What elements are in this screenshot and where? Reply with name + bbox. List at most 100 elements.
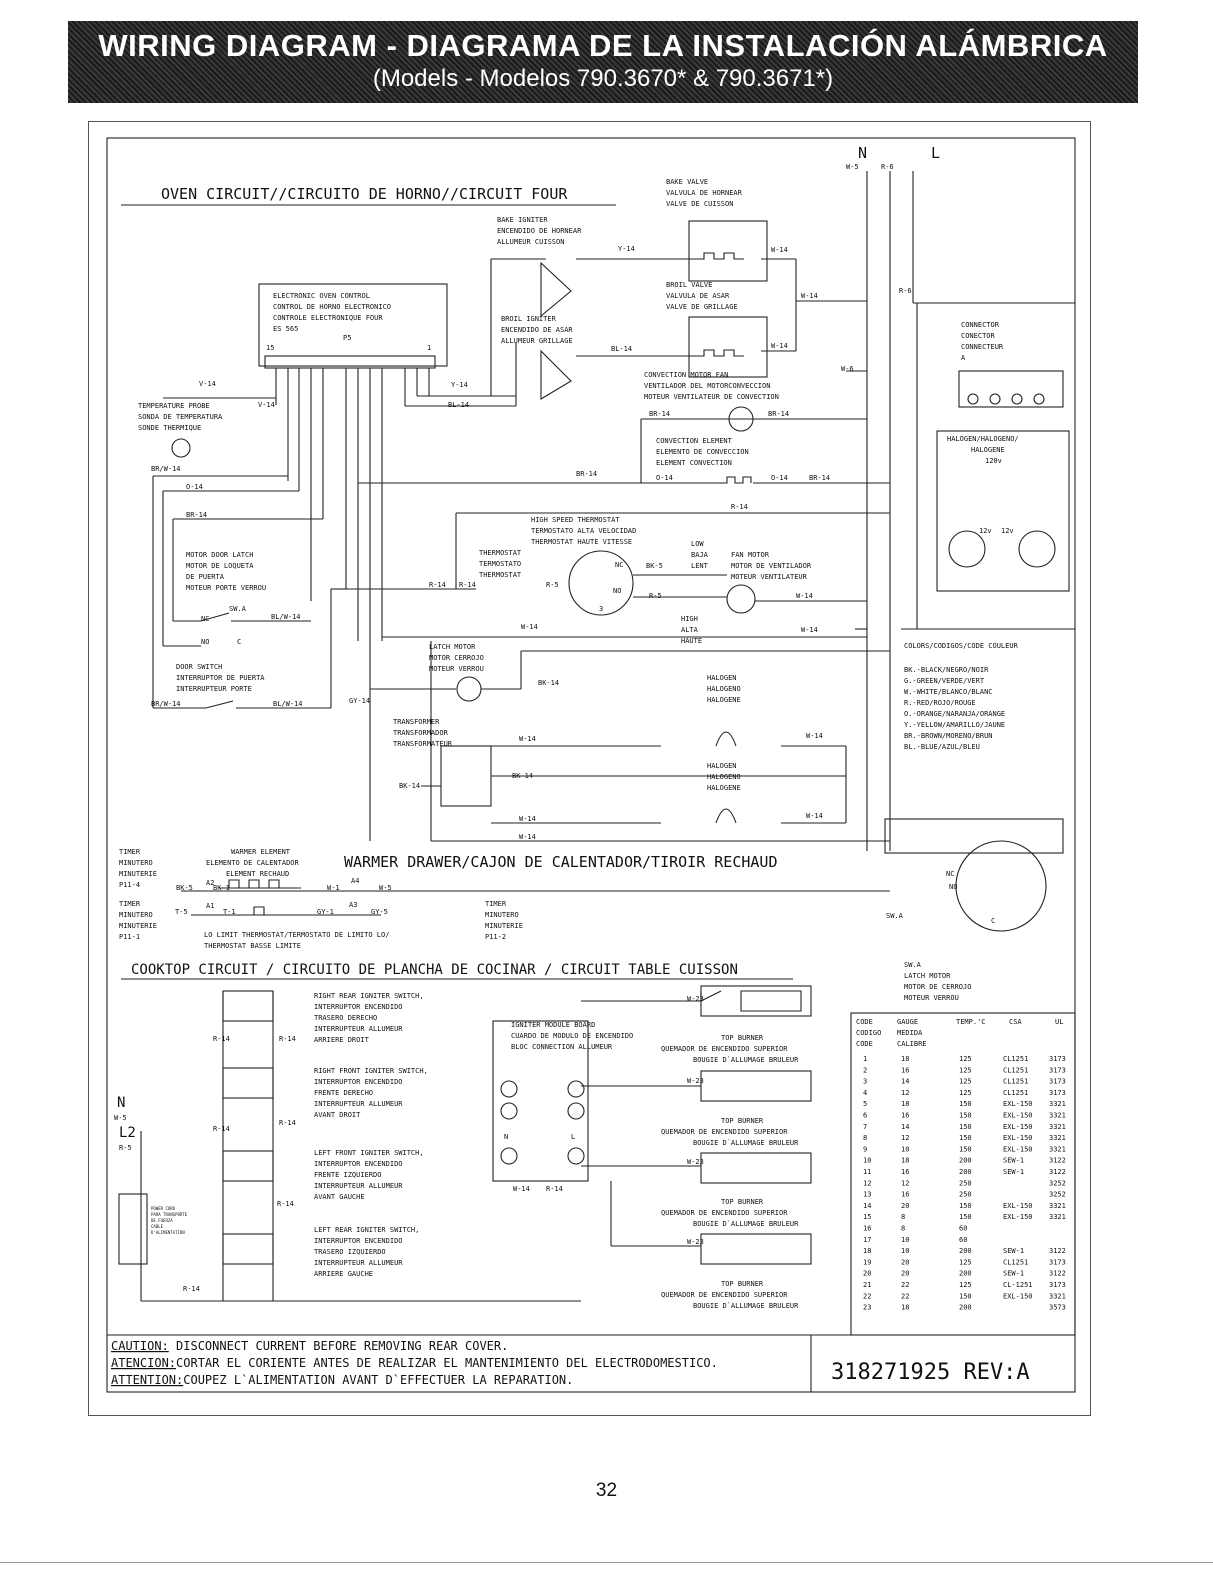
supply-n: N (858, 144, 867, 162)
conv-fan-label-3: MOTEUR VENTILATEUR DE CONVECTION (644, 393, 779, 401)
term-a4: A4 (351, 877, 359, 885)
colors-legend-title: COLORS/CODIGOS/CODE COULEUR (904, 642, 1019, 650)
gauge-table-cell: 3173 (1049, 1066, 1066, 1074)
wire-r14-cook-a: R-14 (213, 1035, 230, 1043)
wire-w14-mid: W-14 (521, 623, 538, 631)
wire-w14-halo2: W-14 (519, 815, 536, 823)
c-label: C (237, 638, 241, 646)
gauge-table-cell: 8 (863, 1134, 867, 1142)
gauge-table-cell: 14 (901, 1078, 909, 1086)
gauge-table-cell: 3173 (1049, 1055, 1066, 1063)
right-front-2: INTERRUPTOR ENCENDIDO (314, 1078, 403, 1086)
gauge-table-cell: 5 (863, 1100, 867, 1108)
inner-frame (106, 137, 1076, 1393)
connector-label-2: CONECTOR (961, 332, 996, 340)
gauge-table-cell: 12 (901, 1089, 909, 1097)
wire-w14-halo1-b: W-14 (806, 732, 823, 740)
wire-br14-probe: BR-14 (186, 511, 207, 519)
wire-br14-fan-b: BR-14 (768, 410, 789, 418)
gauge-table-cell: 3321 (1049, 1202, 1066, 1210)
wire-r14-thermo-a: R-14 (429, 581, 446, 589)
twelve-v-a: 12v (979, 527, 992, 535)
gauge-table-cell: 16 (901, 1066, 909, 1074)
burner4-label-1: TOP BURNER (721, 1280, 764, 1288)
gauge-table-cell: 200 (959, 1270, 972, 1278)
gauge-table-cell: 150 (959, 1100, 972, 1108)
gauge-table-cell: 10 (863, 1157, 871, 1165)
gauge-table-cell: EXL-150 (1003, 1123, 1033, 1131)
caution-text-en: DISCONNECT CURRENT BEFORE REMOVING REAR … (169, 1339, 509, 1353)
gauge-table-cell: 2 (863, 1066, 867, 1074)
caution-label-en: CAUTION: (111, 1339, 169, 1353)
gauge-table-header: UL (1055, 1018, 1063, 1026)
gauge-table-cell: 125 (959, 1055, 972, 1063)
warmer-element-3: ELEMENT RECHAUD (226, 870, 289, 878)
gauge-table-cell: 10 (901, 1145, 909, 1153)
wire-blw14-a: BL/W-14 (271, 613, 301, 621)
right-front-3: FRENTE DERECHO (314, 1089, 373, 1097)
gauge-table-header: CODIGO (856, 1029, 881, 1037)
gauge-table-cell: 3321 (1049, 1112, 1066, 1120)
left-front-2: INTERRUPTOR ENCENDIDO (314, 1160, 403, 1168)
page-title: WIRING DIAGRAM - DIAGRAMA DE LA INSTALAC… (98, 28, 1108, 63)
no-label: NO (201, 638, 209, 646)
gauge-table-cell: 18 (901, 1304, 909, 1312)
burner2-label-3: BOUGIE D`ALLUMAGE BRULEUR (693, 1139, 799, 1147)
control-label-2: CONTROL DE HORNO ELECTRONICO (273, 303, 391, 311)
gauge-table-cell: 18 (901, 1157, 909, 1165)
gauge-table-header: CSA (1009, 1018, 1022, 1026)
wire-w23-4: W-23 (687, 1238, 704, 1246)
wire-bk14-latch: BK-14 (538, 679, 559, 687)
legend-item-5: Y.-YELLOW/AMARILLO/JAUNE (904, 721, 1005, 729)
thermo-label-3: THERMOSTAT (479, 571, 522, 579)
top-burner-4 (700, 1233, 812, 1265)
wire-t5: T-5 (175, 908, 188, 916)
conv-fan-label-2: VENTILADOR DEL MOTORCONVECCION (644, 382, 770, 390)
timer-a-3: MINUTERIE (119, 870, 157, 878)
gauge-table-cell: 200 (959, 1168, 972, 1176)
broil-valve-label-3: VALVE DE GRILLAGE (666, 303, 738, 311)
gauge-table-cell: 12 (901, 1179, 909, 1187)
burner4-label-2: QUEMADOR DE ENCENDIDO SUPERIOR (661, 1291, 788, 1299)
gauge-table-cell: 3321 (1049, 1134, 1066, 1142)
gauge-table-cell: 12 (901, 1134, 909, 1142)
halogen2-label-2: HALOGENO (707, 773, 741, 781)
gauge-table-cell: 60 (959, 1236, 967, 1244)
wire-r14-module: R-14 (546, 1185, 563, 1193)
halogen-box-label-2: HALOGENE (971, 446, 1005, 454)
wire-gy5: GY-5 (371, 908, 388, 916)
power-cord (118, 1193, 148, 1265)
term-a2: A2 (206, 879, 214, 887)
transformer-label-1: TRANSFORMER (393, 718, 440, 726)
wire-w14-halo1: W-14 (519, 735, 536, 743)
hs-nc: NC (615, 561, 623, 569)
gauge-table-cell: 3173 (1049, 1078, 1066, 1086)
power-cord-5: D'ALIMENTATION (151, 1230, 185, 1235)
gauge-table-header: TEMP.'C (956, 1018, 986, 1026)
wire-r14-cook-c: R-14 (213, 1125, 230, 1133)
gauge-table-cell: CL-1251 (1003, 1281, 1033, 1289)
gauge-table-header: CALIBRE (897, 1040, 927, 1048)
wire-r14-cook-b: R-14 (279, 1035, 296, 1043)
gauge-table-cell: 150 (959, 1112, 972, 1120)
broil-igniter-label-3: ALLUMEUR GRILLAGE (501, 337, 573, 345)
broil-igniter-label-1: BROIL IGNITER (501, 315, 557, 323)
gauge-table-header: CODE (856, 1018, 873, 1026)
wire-blw14-door: BL/W-14 (273, 700, 303, 708)
gauge-table-cell: 250 (959, 1179, 972, 1187)
swa-latch-1: SW.A (904, 961, 922, 969)
low-label-1: LOW (691, 540, 704, 548)
gauge-table-cell: 125 (959, 1066, 972, 1074)
wire-y14-ctrl: Y-14 (451, 381, 468, 389)
switch-right-front (222, 1067, 274, 1099)
wire-y14-top: Y-14 (618, 245, 635, 253)
sw-a-right: SW.A (886, 912, 904, 920)
timer-a-4: P11-4 (119, 881, 140, 889)
left-rear-5: ARRIERE GAUCHE (314, 1270, 373, 1278)
fan-motor-symbol (726, 584, 756, 614)
gauge-table-cell: 20 (901, 1258, 909, 1266)
gauge-table-cell: EXL-150 (1003, 1202, 1033, 1210)
bake-valve-label-3: VALVE DE CUISSON (666, 200, 733, 208)
left-front-3: FRENTE IZQUIERDO (314, 1171, 381, 1179)
right-rear-1: RIGHT REAR IGNITER SWITCH, (314, 992, 424, 1000)
